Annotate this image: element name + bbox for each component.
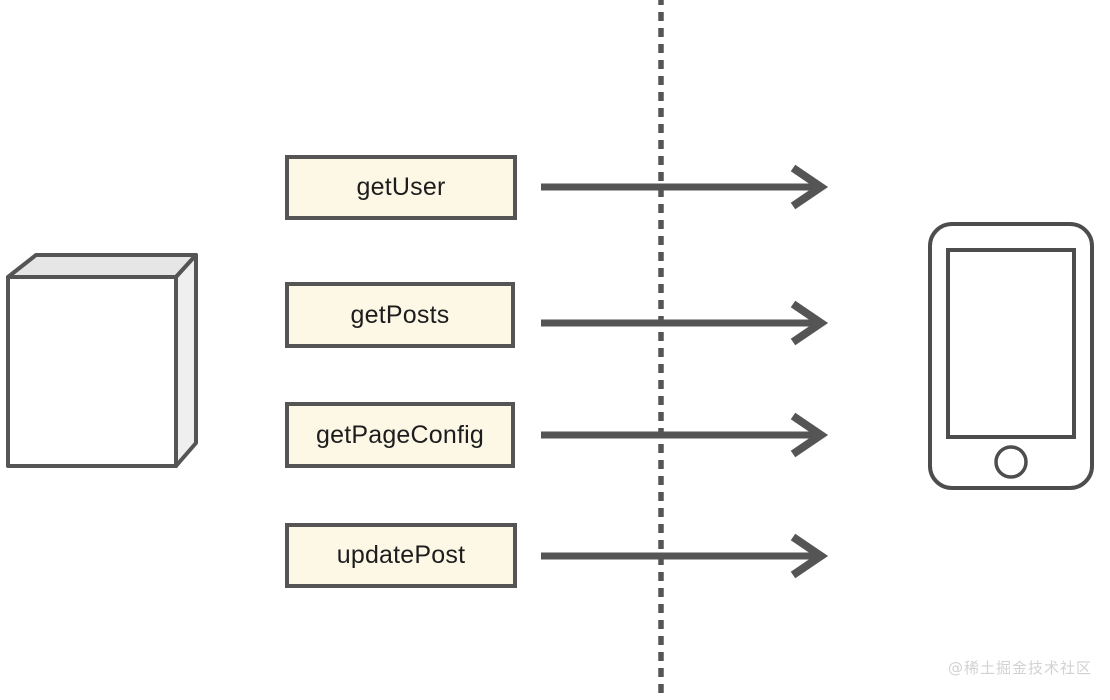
arrow-update-post — [541, 533, 829, 579]
api-box-update-post[interactable]: updatePost — [285, 523, 517, 588]
api-box-get-posts-label: getPosts — [350, 300, 450, 329]
arrow-get-page-config — [541, 412, 829, 458]
api-box-get-page-config-label: getPageConfig — [315, 420, 484, 449]
api-box-update-post-label: updatePost — [336, 541, 466, 569]
arrow-get-posts — [541, 300, 829, 346]
api-box-get-user-label: getUser — [356, 173, 446, 201]
mobile-phone-icon — [928, 222, 1094, 490]
arrow-get-user — [541, 164, 829, 210]
api-box-get-user[interactable]: getUser — [285, 155, 517, 220]
watermark-text: @稀土掘金技术社区 — [947, 659, 1092, 677]
api-box-get-posts[interactable]: getPosts — [285, 282, 515, 348]
api-box-get-page-config[interactable]: getPageConfig — [285, 402, 515, 468]
arrow-group — [541, 164, 829, 579]
server-cube-icon — [6, 253, 198, 468]
